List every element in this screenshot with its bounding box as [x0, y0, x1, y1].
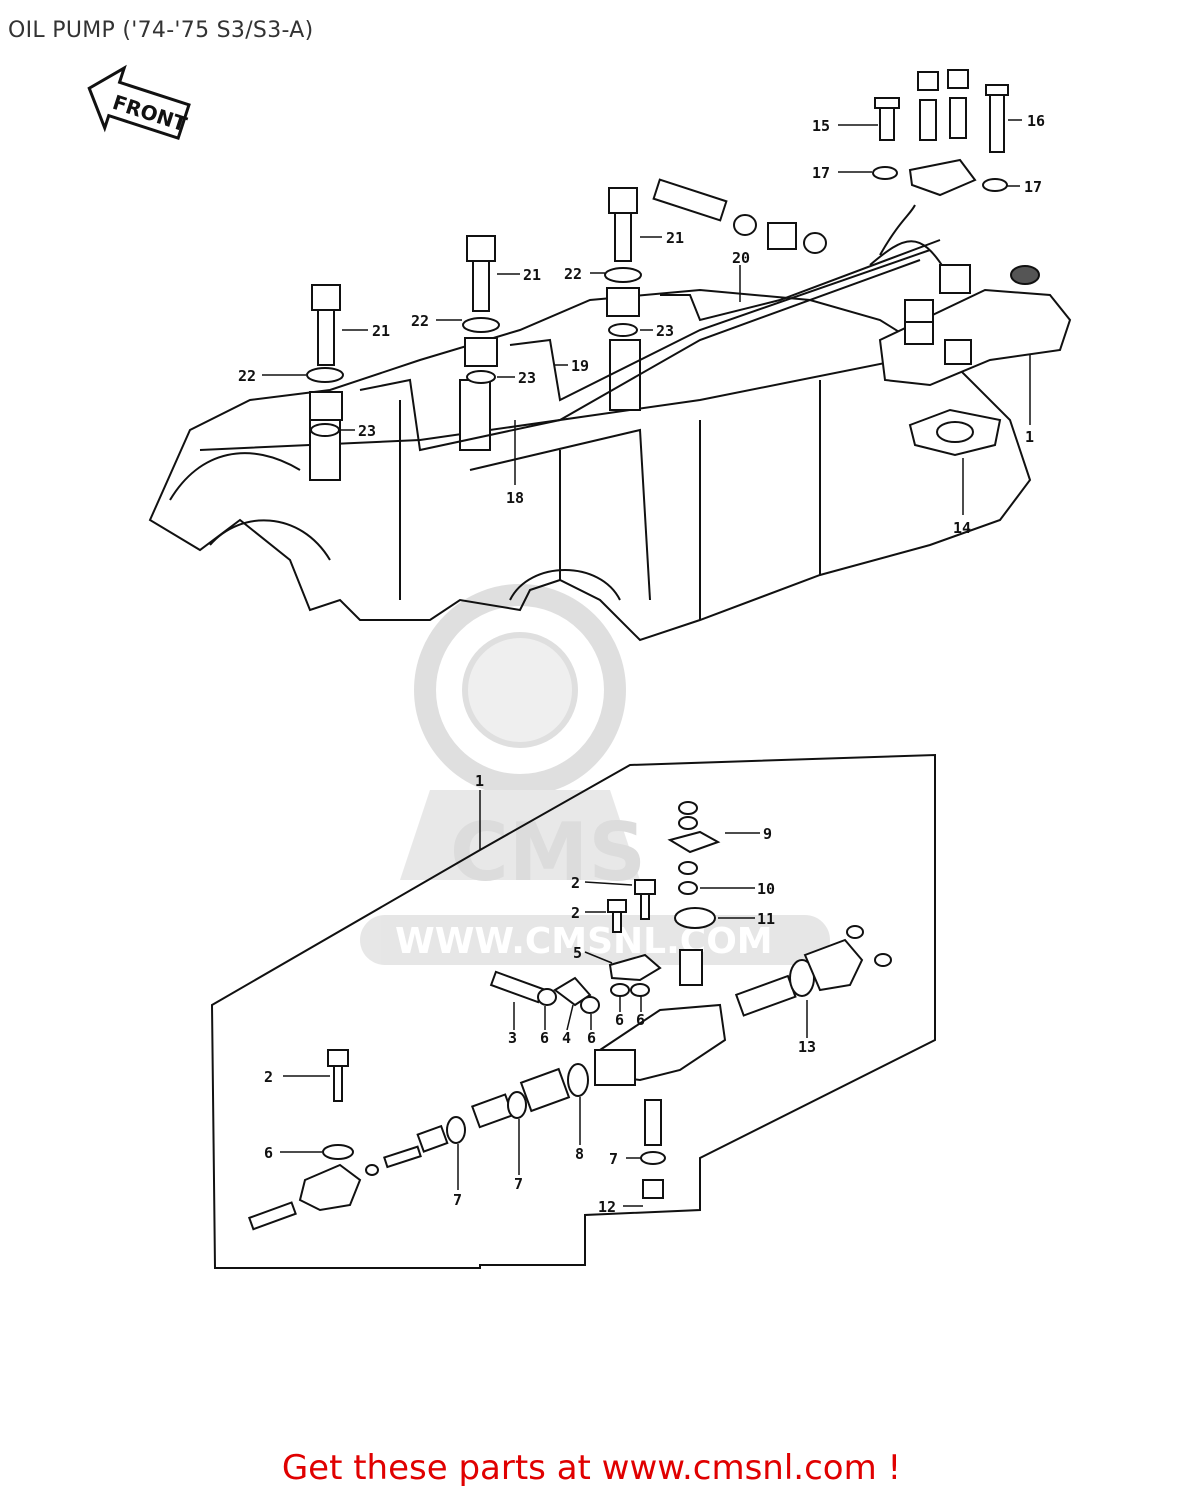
callout-8: 8: [575, 1145, 584, 1163]
callout-20: 20: [732, 249, 750, 267]
pump-exploded-parts: [247, 801, 892, 1231]
callout-21: 21: [523, 266, 541, 284]
callout-6: 6: [540, 1029, 549, 1047]
oil-pump-assembly-upper: [878, 264, 1072, 387]
banjo-bolt-group-b: [462, 235, 500, 384]
callout-17: 17: [812, 164, 830, 182]
footer-shop-link[interactable]: Get these parts at www.cmsnl.com !: [281, 1448, 902, 1488]
callout-15: 15: [812, 117, 830, 135]
callout-2: 2: [571, 904, 580, 922]
callout-23: 23: [518, 369, 536, 387]
page-title: OIL PUMP ('74-'75 S3/S3-A): [8, 18, 314, 43]
callout-23: 23: [358, 422, 376, 440]
banjo-bolt-group-a: [306, 284, 344, 437]
pump-gasket: [908, 408, 1002, 457]
cmsnl-watermark: CMS WWW.CMSNL.COM: [360, 584, 830, 965]
callout-22: 22: [411, 312, 429, 330]
callout-7: 7: [609, 1150, 618, 1168]
callout-18: 18: [506, 489, 524, 507]
callout-4: 4: [562, 1029, 571, 1047]
callout-9: 9: [763, 825, 772, 843]
callout-5: 5: [573, 944, 582, 962]
callout-19: 19: [571, 357, 589, 375]
callout-6: 6: [636, 1011, 645, 1029]
callout-10: 10: [757, 880, 775, 898]
callout-1: 1: [1025, 428, 1034, 446]
callout-22: 22: [564, 265, 582, 283]
banjo-bolt-group-c: [604, 187, 642, 337]
front-arrow: FRONT: [87, 64, 191, 141]
callout-labels: 15 16 17 17 21 21 21 22 22 22 23 23 23 2…: [238, 112, 1045, 1216]
crankcase-housing: [148, 288, 1032, 642]
oil-lines: [359, 204, 946, 452]
pump-mounting-hardware: [652, 69, 1009, 254]
callout-11: 11: [757, 910, 775, 928]
callout-7: 7: [453, 1191, 462, 1209]
callout-2: 2: [264, 1068, 273, 1086]
callout-16: 16: [1027, 112, 1045, 130]
oil-pump-exploded-diagram: CMS WWW.CMSNL.COM FRONT: [87, 64, 1072, 1269]
callout-23: 23: [656, 322, 674, 340]
pump-detail-inset: [210, 753, 936, 1269]
callout-7: 7: [514, 1175, 523, 1193]
callout-6: 6: [615, 1011, 624, 1029]
callout-2: 2: [571, 874, 580, 892]
callout-21: 21: [372, 322, 390, 340]
callout-14: 14: [953, 519, 971, 537]
callout-leaders: [262, 119, 1031, 1207]
callout-6: 6: [264, 1144, 273, 1162]
callout-17: 17: [1024, 178, 1042, 196]
callout-6: 6: [587, 1029, 596, 1047]
watermark-url: WWW.CMSNL.COM: [395, 921, 773, 962]
callout-13: 13: [798, 1038, 816, 1056]
callout-22: 22: [238, 367, 256, 385]
callout-3: 3: [508, 1029, 517, 1047]
callout-21: 21: [666, 229, 684, 247]
callout-1: 1: [475, 772, 484, 790]
callout-12: 12: [598, 1198, 616, 1216]
